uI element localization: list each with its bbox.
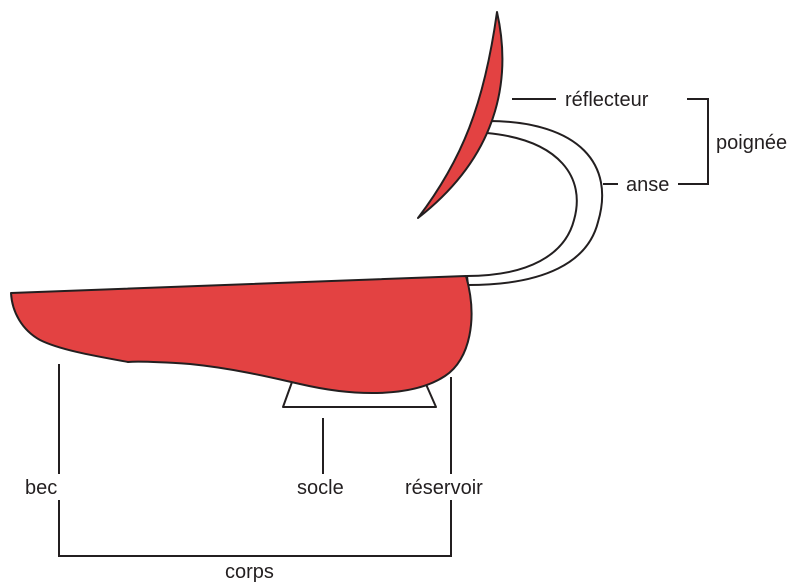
label-poignee: poignée: [716, 132, 787, 154]
lamp-body: [11, 276, 471, 393]
label-corps: corps: [225, 561, 274, 583]
label-socle: socle: [297, 477, 344, 499]
label-reflecteur: réflecteur: [565, 89, 649, 111]
lamp-reflector: [418, 12, 502, 218]
label-anse: anse: [626, 174, 669, 196]
label-bec: bec: [25, 477, 57, 499]
lamp-handle: [467, 121, 602, 285]
label-reservoir: réservoir: [405, 477, 483, 499]
